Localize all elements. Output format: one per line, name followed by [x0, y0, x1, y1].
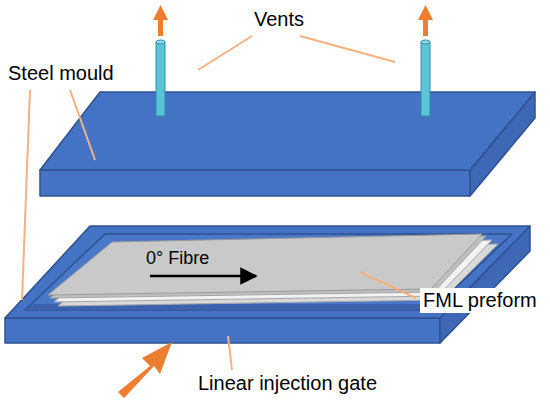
top-mould — [40, 92, 535, 196]
part-label: Linear injection gate — [198, 372, 377, 395]
injection-arrow — [118, 342, 172, 398]
fibre-arrow — [150, 275, 256, 278]
fibre-direction-label: 0° Fibre — [146, 248, 209, 269]
leader-lines — [22, 36, 416, 370]
bottom-mould — [5, 226, 530, 343]
vent-tubes — [156, 40, 430, 116]
part-label: FML preform — [420, 288, 540, 313]
vents-label: Vents — [254, 8, 304, 31]
part-label: Steel mould — [8, 62, 114, 85]
vent-flow-arrows — [153, 5, 433, 36]
